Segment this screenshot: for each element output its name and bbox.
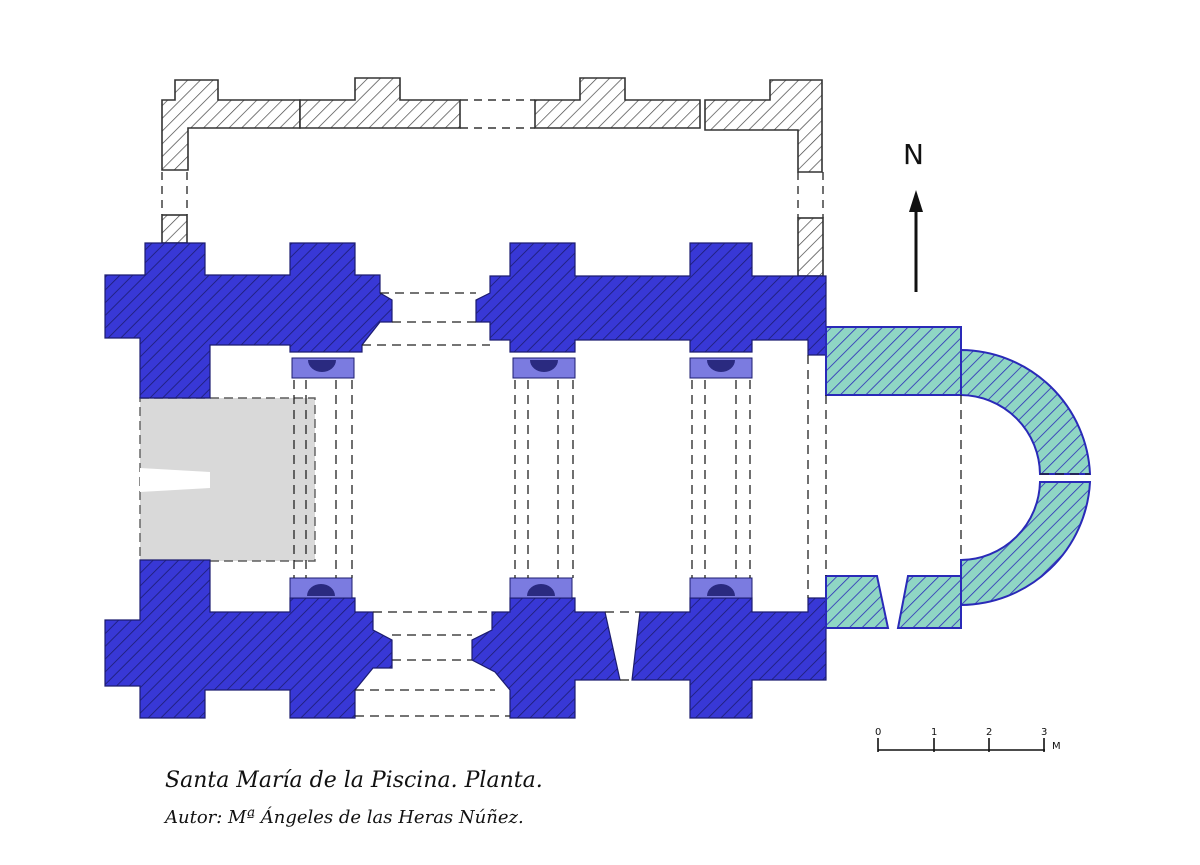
- apse-curve-south: [960, 481, 1092, 607]
- portico-wall-east-segment: [704, 79, 823, 173]
- dashed-arcade-lines: [293, 292, 1090, 717]
- portico: [161, 77, 824, 277]
- nave-wall-south-middle: [471, 597, 621, 719]
- scale-unit: M: [1052, 741, 1061, 752]
- apse-south-wall-right: [896, 575, 962, 629]
- apse-south-wall-left: [825, 575, 890, 629]
- plan-title: Santa María de la Piscina. Planta.: [165, 768, 543, 793]
- scale-tick-3: 3: [1041, 727, 1048, 738]
- north-label: N: [903, 138, 924, 171]
- nave-wall-southwest: [104, 559, 393, 719]
- apse-north-wall: [825, 326, 962, 396]
- nave-walls: [104, 242, 827, 719]
- apse-curve-north: [960, 348, 1092, 475]
- portico-pier-east: [797, 217, 824, 277]
- scale-tick-1: 1: [931, 727, 938, 738]
- west-door-opening: [140, 468, 210, 492]
- scale-bar: [877, 738, 1045, 752]
- north-arrow: [909, 190, 923, 292]
- portico-dashed-openings: [161, 99, 824, 218]
- scale-tick-2: 2: [986, 727, 993, 738]
- column-bases: [289, 357, 753, 599]
- plan-author: Autor: Mª Ángeles de las Heras Núñez.: [165, 807, 524, 828]
- portico-wall-west-segment: [161, 79, 301, 171]
- portico-wall-north-right: [534, 77, 701, 129]
- nave-wall-north-middle: [475, 242, 827, 356]
- apse: [825, 326, 1092, 629]
- scale-tick-0: 0: [875, 727, 882, 738]
- nave-wall-southeast: [631, 597, 827, 719]
- portico-pier-west: [161, 214, 188, 244]
- portico-wall-north-left: [299, 77, 461, 129]
- nave-wall-northwest: [104, 242, 393, 399]
